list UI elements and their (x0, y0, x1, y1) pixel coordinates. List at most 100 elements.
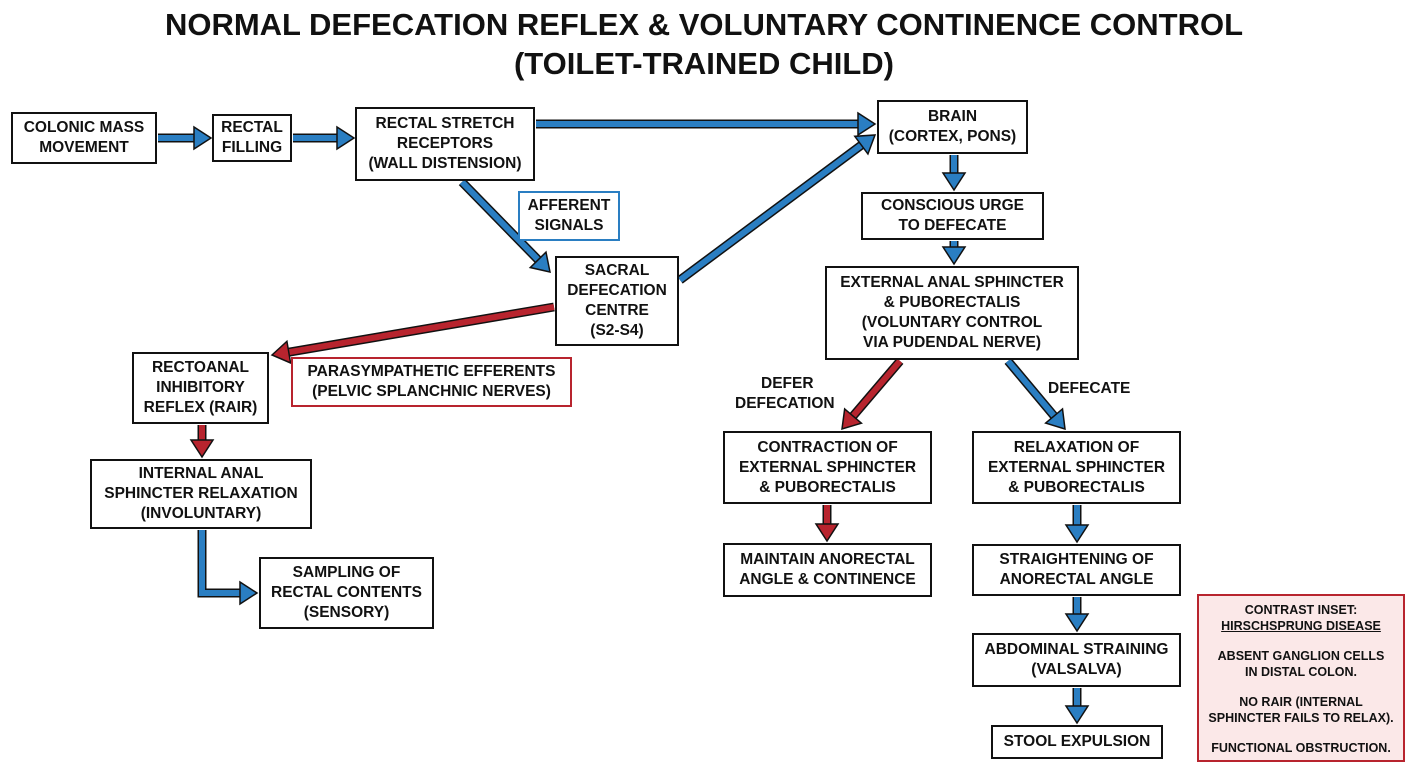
node-text: REFLEX (RAIR) (143, 399, 258, 416)
node-stool-expulsion: STOOL EXPULSION (991, 725, 1163, 759)
hirschsprung-contrast-inset: CONTRAST INSET: HIRSCHSPRUNG DISEASE ABS… (1197, 594, 1405, 762)
node-text: SIGNALS (534, 217, 604, 234)
node-relaxation-external-sphincter: RELAXATION OF EXTERNAL SPHINCTER & PUBOR… (972, 431, 1181, 504)
label-text: DEFER (761, 375, 814, 392)
arrow-filling-to-receptors-head (336, 125, 356, 151)
node-conscious-urge: CONSCIOUS URGE TO DEFECATE (861, 192, 1044, 240)
inset-text: FUNCTIONAL OBSTRUCTION. (1211, 741, 1391, 755)
arrow-sacral-to-rair-shaft (288, 304, 555, 356)
inset-subheading: HIRSCHSPRUNG DISEASE (1221, 619, 1381, 633)
arrow-straining-to-expulsion-head (1064, 705, 1090, 725)
node-sampling-rectal-contents: SAMPLING OF RECTAL CONTENTS (SENSORY) (259, 557, 434, 629)
node-text: (INVOLUNTARY) (140, 505, 262, 522)
node-text: RELAXATION OF (1013, 438, 1140, 456)
node-text: ANGLE & CONTINENCE (739, 571, 916, 588)
arrow-sphincter-to-contraction-head (841, 407, 863, 431)
node-text: CONSCIOUS URGE (881, 197, 1024, 214)
node-text: SAMPLING OF (292, 564, 401, 581)
arrow-sacral-to-rair-head (270, 339, 292, 365)
arrow-sacral-to-brain-shaft (678, 142, 864, 283)
label-defecate: DEFECATE (1048, 380, 1131, 397)
inset-heading: CONTRAST INSET: (1244, 603, 1358, 617)
node-straightening-anorectal-angle: STRAIGHTENING OF ANORECTAL ANGLE (972, 544, 1181, 596)
arrow-internal-to-sampling-outline (197, 530, 240, 598)
node-text: (PELVIC SPLANCHNIC NERVES) (312, 383, 551, 400)
arrow-receptors-to-sacral-shaft (459, 179, 541, 262)
arrow-urge-to-sphincter-head (941, 246, 967, 266)
node-text: MAINTAIN ANORECTAL (740, 551, 915, 568)
arrow-sphincter-to-relaxation-shaft (1005, 359, 1057, 418)
node-external-anal-sphincter: EXTERNAL ANAL SPHINCTER & PUBORECTALIS (… (825, 266, 1079, 360)
arrow-sacral-to-brain-head (853, 134, 877, 156)
inset-text: IN DISTAL COLON. (1244, 665, 1358, 679)
arrow-brain-to-urge-head (941, 172, 967, 192)
node-text: VIA PUDENDAL NERVE) (863, 334, 1041, 351)
node-rectal-stretch-receptors: RECTAL STRETCH RECEPTORS (WALL DISTENSIO… (355, 107, 535, 181)
node-text: SACRAL (584, 262, 650, 279)
arrow-sphincter-to-contraction-shaft (850, 359, 903, 419)
label-text: DEFECATION (735, 395, 835, 412)
arrow-colonic-to-filling-head (193, 125, 213, 151)
node-text: & PUBORECTALIS (883, 294, 1021, 311)
label-afferent-signals: AFFERENT SIGNALS (518, 191, 620, 241)
node-text: STOOL EXPULSION (1003, 733, 1151, 750)
arrow-straightening-to-straining-head (1064, 613, 1090, 633)
node-text: MOVEMENT (39, 139, 129, 156)
node-text: (SENSORY) (303, 604, 390, 621)
label-defer-defecation: DEFER DEFECATION (735, 374, 845, 414)
node-text: RECTAL CONTENTS (271, 584, 422, 601)
node-internal-sphincter-relaxation: INTERNAL ANAL SPHINCTER RELAXATION (INVO… (90, 459, 312, 529)
node-text: INHIBITORY (156, 379, 245, 396)
node-text: ANORECTAL ANGLE (999, 571, 1154, 588)
arrow-relaxation-to-straightening-head (1064, 524, 1090, 544)
node-colonic-mass-movement: COLONIC MASS MOVEMENT (11, 112, 157, 164)
node-rectal-filling: RECTAL FILLING (212, 114, 292, 162)
node-brain: BRAIN (CORTEX, PONS) (877, 100, 1028, 154)
node-text: CONTRACTION OF (757, 438, 898, 456)
inset-text: NO RAIR (INTERNAL (1239, 695, 1363, 709)
inset-text: SPHINCTER FAILS TO RELAX). (1208, 711, 1394, 725)
node-text: INTERNAL ANAL (138, 465, 264, 482)
arrow-internal-to-sampling-shaft (199, 530, 240, 596)
node-text: RECTOANAL (151, 359, 250, 376)
node-sacral-defecation-centre: SACRAL DEFECATION CENTRE (S2-S4) (555, 256, 679, 346)
arrow-contraction-to-maintain-head (814, 523, 840, 543)
node-text: EXTERNAL ANAL SPHINCTER (840, 274, 1064, 291)
node-rectoanal-inhibitory-reflex: RECTOANAL INHIBITORY REFLEX (RAIR) (132, 352, 269, 424)
arrow-internal-to-sampling-head (239, 580, 259, 606)
node-text: SPHINCTER RELAXATION (104, 485, 298, 502)
node-text: TO DEFECATE (898, 217, 1007, 234)
node-text: (VALSALVA) (1031, 661, 1122, 678)
node-text: STRAIGHTENING OF (999, 551, 1154, 568)
node-text: ABDOMINAL STRAINING (984, 641, 1169, 658)
arrow-receptors-to-sacral-head (528, 250, 551, 273)
node-text: RECEPTORS (396, 135, 494, 152)
label-parasympathetic-efferents: PARASYMPATHETIC EFFERENTS (PELVIC SPLANC… (291, 357, 572, 407)
node-text: EXTERNAL SPHINCTER (987, 458, 1166, 476)
inset-text: ABSENT GANGLION CELLS (1217, 649, 1385, 663)
node-abdominal-straining: ABDOMINAL STRAINING (VALSALVA) (972, 633, 1181, 687)
node-text: COLONIC MASS (23, 119, 145, 136)
node-text: CENTRE (585, 302, 649, 319)
node-text: DEFECATION (567, 282, 667, 299)
node-text: (CORTEX, PONS) (888, 128, 1017, 145)
node-text: (S2-S4) (590, 322, 644, 339)
node-text: (VOLUNTARY CONTROL (861, 314, 1043, 331)
arrow-rair-to-internal-head (189, 439, 215, 459)
node-text: & PUBORECTALIS (1008, 478, 1145, 496)
node-text: EXTERNAL SPHINCTER (738, 458, 917, 476)
node-text: AFFERENT (527, 197, 611, 214)
arrow-receptors-to-brain-head (857, 111, 877, 137)
node-text: (WALL DISTENSION) (368, 155, 522, 172)
diagram-title-line-2: (TOILET-TRAINED CHILD) (513, 46, 894, 81)
node-text: RECTAL (221, 119, 283, 136)
node-maintain-anorectal-angle: MAINTAIN ANORECTAL ANGLE & CONTINENCE (723, 543, 932, 597)
node-text: & PUBORECTALIS (759, 478, 896, 496)
node-text: PARASYMPATHETIC EFFERENTS (307, 363, 556, 380)
node-text: FILLING (221, 139, 283, 156)
node-text: RECTAL STRETCH (375, 115, 515, 132)
node-contraction-external-sphincter: CONTRACTION OF EXTERNAL SPHINCTER & PUBO… (723, 431, 932, 504)
arrow-sphincter-to-relaxation-head (1044, 407, 1066, 431)
diagram-title-line-1: NORMAL DEFECATION REFLEX & VOLUNTARY CON… (164, 7, 1244, 42)
